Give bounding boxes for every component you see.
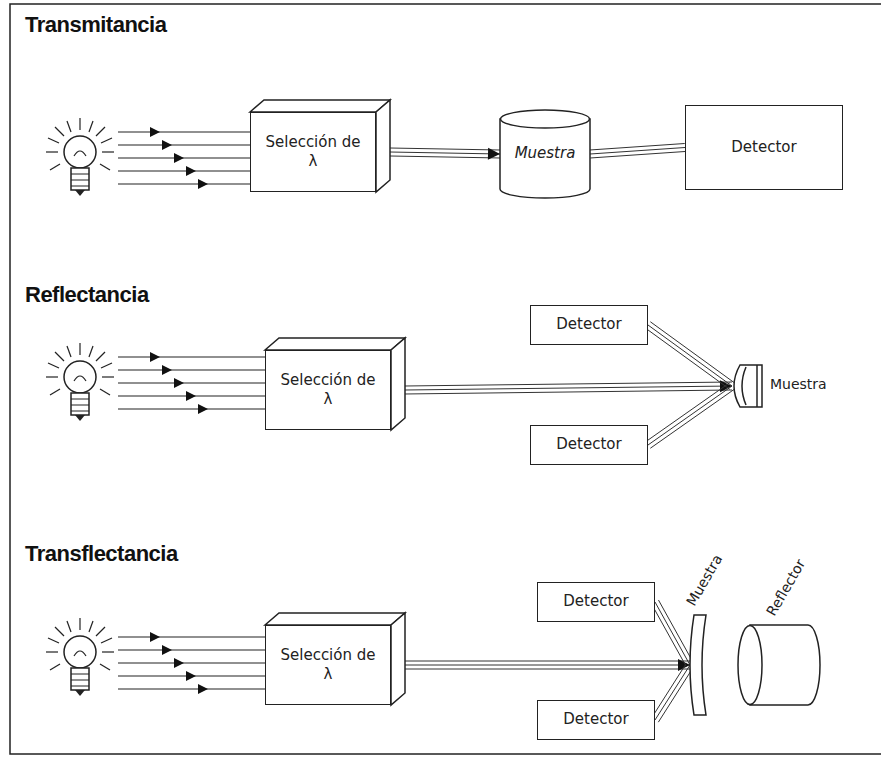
component-box: Detector: [685, 105, 843, 190]
panel-title: Transmitancia: [25, 12, 166, 38]
node-label: Selección de λ: [275, 371, 381, 410]
light-beam: [590, 144, 686, 158]
node-label: Muestra: [770, 375, 827, 393]
component-box: Detector: [537, 700, 655, 740]
node-label: Selección de λ: [275, 646, 381, 685]
shape-outline: [690, 615, 706, 715]
cylinder-shape: Reflector: [738, 625, 820, 705]
shape-outline: [250, 112, 376, 192]
component-box: Detector: [537, 582, 655, 622]
panel-title: Reflectancia: [25, 282, 149, 308]
component-box: Detector: [530, 305, 648, 345]
component-box: Detector: [530, 425, 648, 465]
sample-shape: Muestra: [690, 615, 706, 715]
light-beam: [652, 600, 694, 667]
light-beam: [646, 383, 735, 449]
node-label: Muestra: [515, 144, 576, 164]
shape-outline: [265, 625, 391, 705]
node-label: Muestra: [682, 551, 726, 609]
shape-outline: [732, 365, 762, 407]
light-beam: [652, 663, 694, 722]
shape-outline: [738, 625, 820, 705]
node-label: Reflector: [762, 556, 809, 619]
node-label: Detector: [556, 315, 621, 335]
node-label: Detector: [563, 592, 628, 612]
component-box: Selección de λ: [265, 350, 391, 430]
light-beam: [405, 380, 732, 394]
node-label: Selección de λ: [260, 133, 366, 172]
node-label: Detector: [556, 435, 621, 455]
sample-shape: Muestra: [732, 365, 762, 407]
light-beam: [390, 148, 500, 160]
node-label: Detector: [563, 710, 628, 730]
panel-title: Transflectancia: [25, 541, 178, 567]
component-box: Selección de λ: [265, 625, 391, 705]
node-label: Detector: [731, 138, 796, 158]
component-box: Selección de λ: [250, 112, 376, 192]
light-beam: [646, 322, 735, 389]
cylinder-shape: Muestra: [500, 110, 590, 198]
light-beam: [405, 659, 690, 671]
shape-outline: [265, 350, 391, 430]
